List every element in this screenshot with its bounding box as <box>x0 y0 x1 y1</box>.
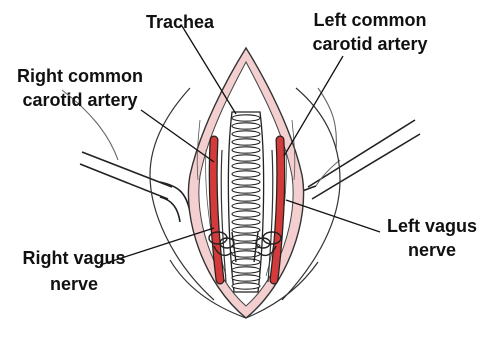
trachea-ring <box>232 115 260 121</box>
trachea-ring <box>232 179 260 185</box>
label-right-vagus-1: Right vagus <box>22 248 125 268</box>
trachea-ring <box>232 235 260 241</box>
right-retractor <box>300 88 420 199</box>
trachea-ring <box>232 139 260 145</box>
trachea-ring <box>232 227 260 233</box>
trachea-ring <box>232 171 260 177</box>
leader-trachea <box>182 26 236 114</box>
label-right-carotid-1: Right common <box>17 66 143 86</box>
trachea-ring <box>232 211 260 217</box>
trachea-ring <box>232 155 260 161</box>
trachea-ring <box>232 275 260 281</box>
trachea-ring <box>232 267 260 273</box>
label-right-carotid-2: carotid artery <box>22 90 137 110</box>
label-right-vagus-2: nerve <box>50 274 98 294</box>
trachea-ring <box>232 219 260 225</box>
trachea-ring <box>232 283 260 289</box>
label-left-vagus-1: Left vagus <box>387 216 477 236</box>
trachea <box>228 112 263 292</box>
trachea-ring <box>232 195 260 201</box>
trachea-ring <box>232 187 260 193</box>
label-trachea: Trachea <box>146 12 215 32</box>
label-left-carotid-2: carotid artery <box>312 34 427 54</box>
trachea-ring <box>232 131 260 137</box>
label-left-vagus-2: nerve <box>408 240 456 260</box>
trachea-ring <box>232 123 260 129</box>
trachea-ring <box>232 147 260 153</box>
label-left-carotid-1: Left common <box>313 10 426 30</box>
trachea-ring <box>232 163 260 169</box>
trachea-ring <box>232 203 260 209</box>
